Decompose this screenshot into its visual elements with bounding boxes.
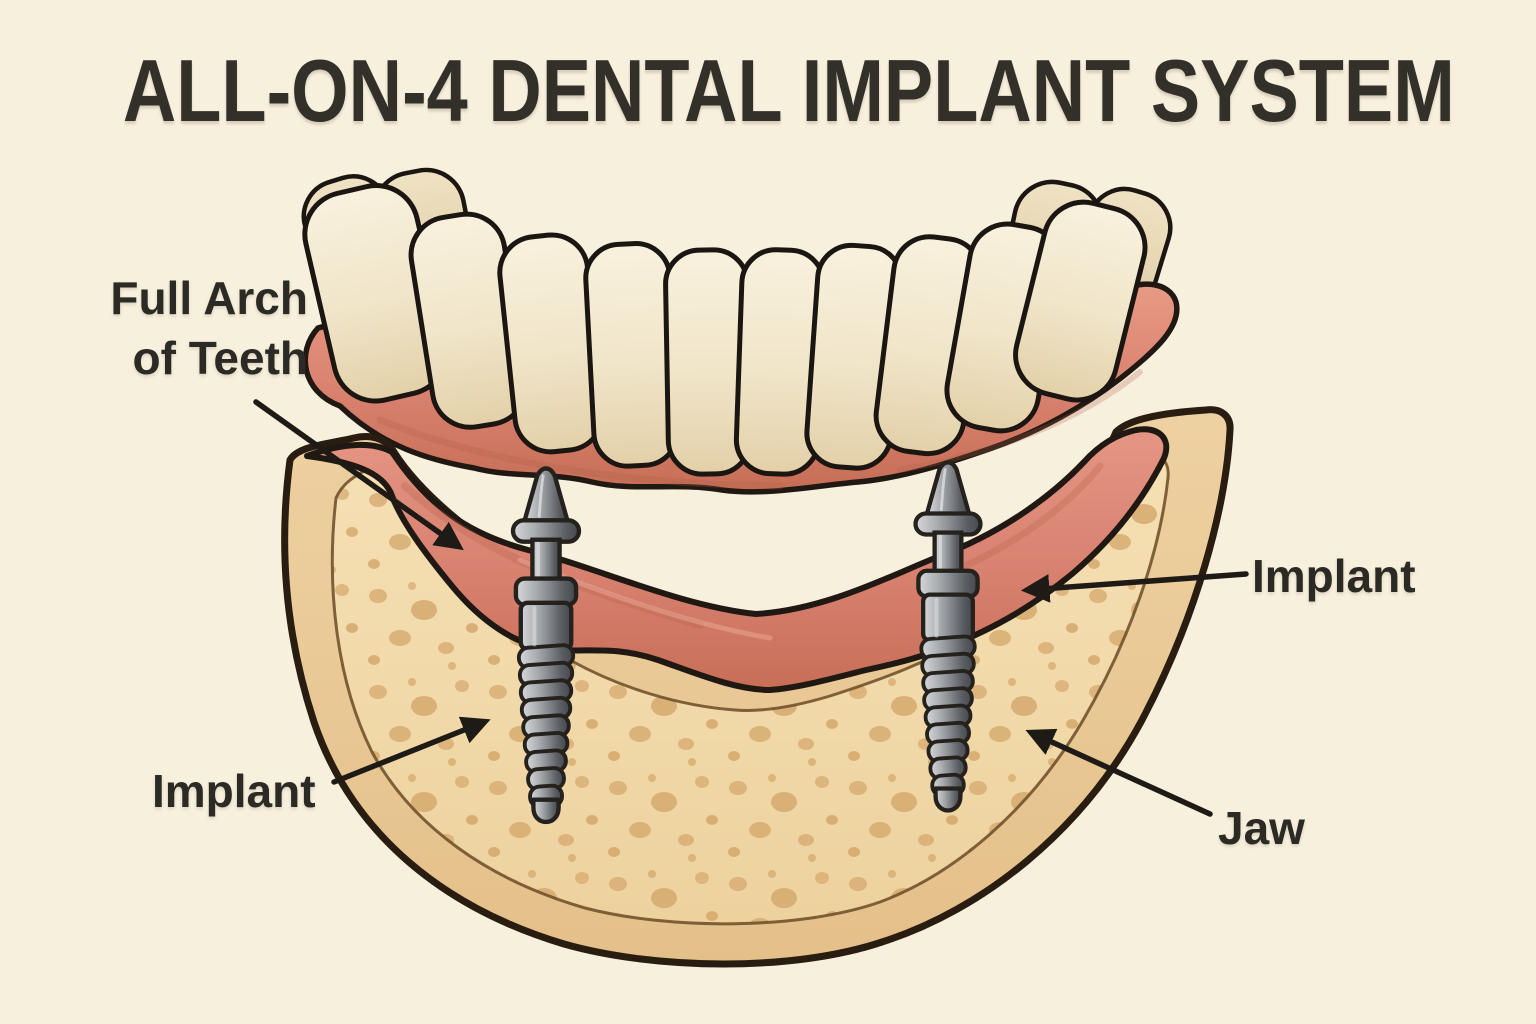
- full-arch-of-teeth: [301, 167, 1180, 495]
- label-full-arch-of-teeth: Full Arch of Teeth: [58, 268, 308, 388]
- arrow-implant-left: [331, 716, 491, 785]
- label-jaw: Jaw: [1218, 802, 1305, 854]
- jaw-gum-shading: [401, 482, 704, 629]
- front-teeth-row: [302, 183, 1148, 477]
- label-full-arch-line2: of Teeth: [132, 332, 308, 384]
- arrow-full-arch-of-teeth: [253, 399, 464, 551]
- label-full-arch-line1: Full Arch: [110, 272, 308, 324]
- denture-gum-shading: [897, 369, 1143, 473]
- label-implant-left: Implant: [152, 765, 316, 817]
- tooth: [1013, 199, 1148, 403]
- arrow-jaw: [1025, 728, 1213, 817]
- label-implant-right: Implant: [1252, 550, 1416, 602]
- arrow-implant-right: [1020, 571, 1249, 603]
- denture-gum-shading: [376, 416, 784, 490]
- diagram-title: ALL-ON-4 DENTAL IMPLANT SYSTEM: [122, 41, 1455, 140]
